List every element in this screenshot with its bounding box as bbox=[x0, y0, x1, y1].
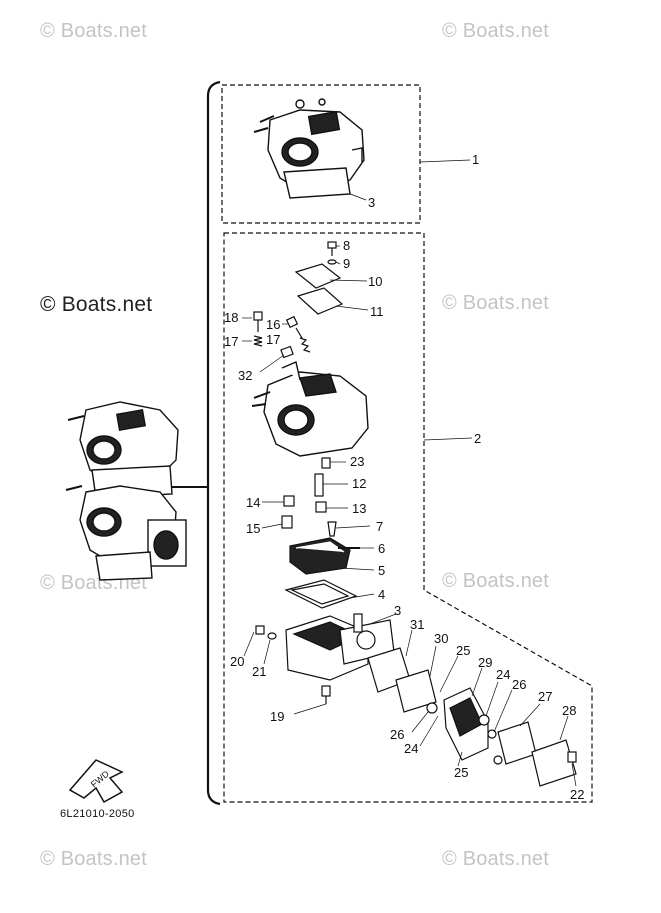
label-part-26-left: 26 bbox=[390, 727, 405, 742]
label-part-30: 30 bbox=[434, 631, 449, 646]
label-part-25-top: 25 bbox=[456, 643, 471, 658]
assembly-bracket bbox=[206, 80, 221, 806]
label-part-23: 23 bbox=[350, 454, 365, 469]
label-part-31: 31 bbox=[410, 617, 425, 632]
diagram-code: 6L21010-2050 bbox=[60, 808, 135, 820]
label-part-24-right: 24 bbox=[496, 667, 511, 682]
label-part-12: 12 bbox=[352, 476, 367, 491]
label-part-18: 18 bbox=[224, 310, 239, 325]
small-parts bbox=[68, 241, 577, 804]
label-part-21: 21 bbox=[252, 664, 267, 679]
label-part-13: 13 bbox=[352, 501, 367, 516]
diaphragm-27 bbox=[497, 721, 537, 765]
assembly-1-box bbox=[221, 84, 421, 224]
label-part-4: 4 bbox=[378, 587, 386, 602]
label-part-22: 22 bbox=[570, 787, 585, 802]
label-part-8: 8 bbox=[343, 238, 351, 253]
label-part-10: 10 bbox=[368, 274, 383, 289]
label-part-7: 7 bbox=[376, 519, 384, 534]
label-part-20: 20 bbox=[230, 654, 245, 669]
label-part-28: 28 bbox=[562, 703, 577, 718]
label-part-14: 14 bbox=[246, 495, 261, 510]
watermark-mid-right: © Boats.net bbox=[442, 292, 549, 314]
label-part-3-top: 3 bbox=[368, 195, 376, 210]
assembly-2-box bbox=[223, 232, 593, 803]
diaphragm-30 bbox=[395, 669, 437, 713]
label-part-19: 19 bbox=[270, 709, 285, 724]
label-part-29: 29 bbox=[478, 655, 493, 670]
label-part-6: 6 bbox=[378, 541, 386, 556]
label-part-25-bottom: 25 bbox=[454, 765, 469, 780]
label-part-17-right: 17 bbox=[266, 332, 281, 347]
carburetor-assembly-top bbox=[253, 98, 365, 199]
label-part-11: 11 bbox=[370, 304, 384, 319]
cover-28 bbox=[531, 739, 577, 787]
label-part-32: 32 bbox=[238, 368, 253, 383]
watermark-mid-left: © Boats.net bbox=[40, 293, 153, 316]
label-part-3: 3 bbox=[394, 603, 402, 618]
watermark-lower-right: © Boats.net bbox=[442, 570, 549, 592]
carburetor-stack-left bbox=[65, 401, 187, 581]
label-part-24-left: 24 bbox=[404, 741, 419, 756]
label-part-9: 9 bbox=[343, 256, 351, 271]
watermark-top-right: © Boats.net bbox=[442, 20, 549, 42]
watermark-top-left: © Boats.net bbox=[40, 20, 147, 42]
label-part-16: 16 bbox=[266, 317, 281, 332]
label-part-26-right: 26 bbox=[512, 677, 527, 692]
label-part-1: 1 bbox=[472, 152, 480, 167]
watermark-bottom-left: © Boats.net bbox=[40, 848, 147, 870]
label-part-27: 27 bbox=[538, 689, 553, 704]
watermark-bottom-right: © Boats.net bbox=[442, 848, 549, 870]
fwd-arrow bbox=[68, 759, 124, 804]
label-part-2: 2 bbox=[474, 431, 482, 446]
label-part-17-left: 17 bbox=[224, 334, 239, 349]
label-part-15: 15 bbox=[246, 521, 261, 536]
label-part-5: 5 bbox=[378, 563, 386, 578]
carburetor-body-main bbox=[251, 361, 369, 457]
